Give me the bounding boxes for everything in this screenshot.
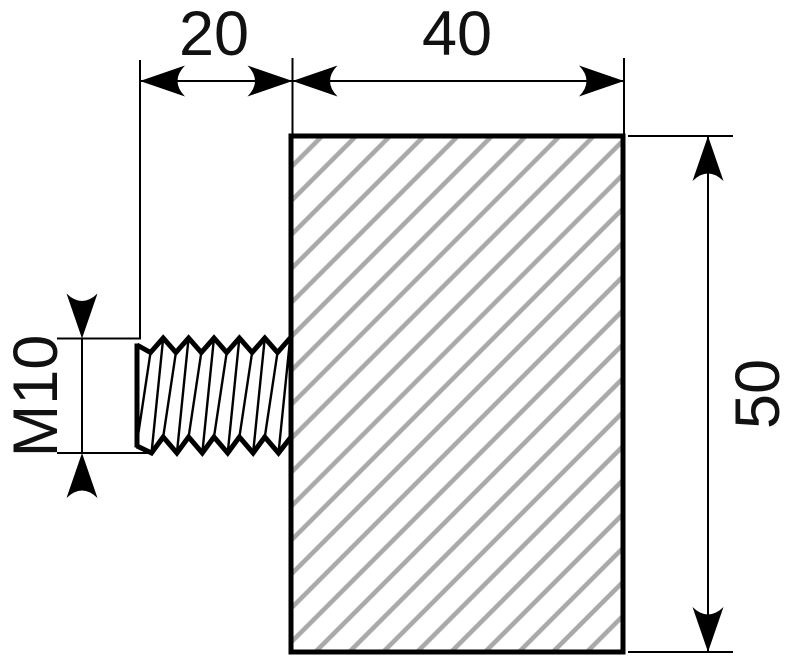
- block-outline: [288, 133, 626, 655]
- thread-flank-lines: [136, 337, 292, 454]
- dim-label-thread-designation: M10: [1, 335, 71, 458]
- block-section-hatch: [291, 136, 623, 652]
- dim-label-block-height: 50: [723, 359, 793, 429]
- threaded-stud: [134, 334, 294, 458]
- thread-crest-outline-bottom: [135, 432, 293, 458]
- arrowhead-down-icon: [66, 293, 98, 339]
- dim-label-stud-length: 20: [179, 0, 249, 69]
- extension-lines: [57, 58, 733, 653]
- stud-body-fill: [137, 338, 293, 453]
- dimension-lines: [81, 80, 709, 652]
- dim-label-block-width: 40: [422, 0, 492, 69]
- arrowhead-up-icon: [66, 453, 98, 498]
- thread-crest-outline-top: [135, 334, 294, 357]
